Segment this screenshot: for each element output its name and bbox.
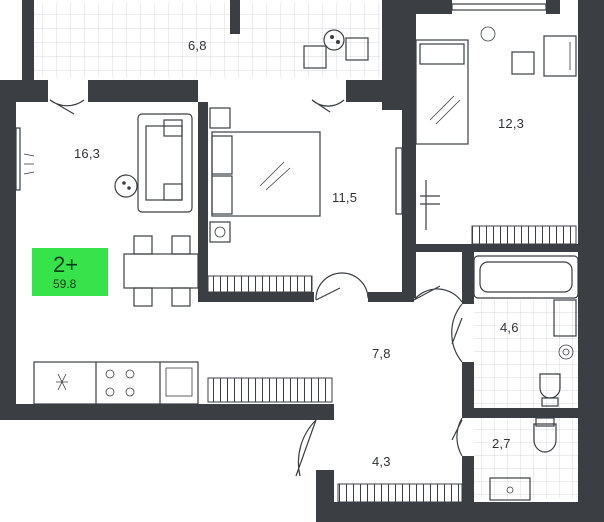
bedroom-1-furniture (209, 107, 321, 243)
doors (49, 99, 463, 477)
bedroom-2-furniture (415, 26, 577, 230)
entry-area: 4,3 (372, 454, 391, 469)
total-area: 59.8 (53, 277, 77, 291)
hall-area: 7,8 (372, 346, 391, 361)
toilet-fixtures (489, 417, 557, 501)
toilet-area: 2,7 (492, 436, 511, 451)
room-count: 2+ (53, 252, 79, 277)
loggia-area: 6,8 (188, 38, 207, 53)
apartment-badge: 2+ 59.8 (32, 248, 108, 296)
bedroom-1-area: 11,5 (332, 190, 358, 205)
living-kitchen-area: 16,3 (74, 146, 101, 161)
living-furniture (23, 113, 199, 405)
bathroom-floor (474, 300, 578, 408)
bedroom-2-area: 12,3 (498, 116, 525, 131)
bathroom-area: 4,6 (500, 320, 519, 335)
windows (15, 3, 589, 215)
toilet-floor (474, 418, 578, 498)
loggia-floor (34, 2, 380, 78)
loggia-furniture (303, 29, 369, 69)
bathroom-fixtures (473, 255, 579, 407)
wardrobes (207, 225, 577, 503)
